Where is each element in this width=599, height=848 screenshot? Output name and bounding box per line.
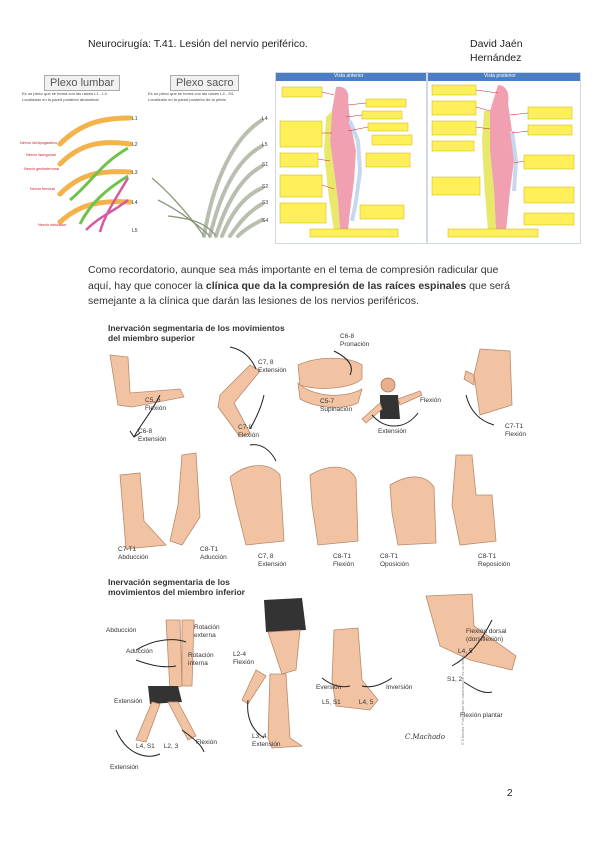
wrist-hand bbox=[463, 348, 513, 426]
label-flexion-dorsal: Flexión dorsal (dorsiflexión) bbox=[466, 628, 507, 643]
author-surname: Hernández bbox=[470, 52, 522, 64]
knee-leg bbox=[241, 598, 306, 749]
shoulder-figure bbox=[361, 377, 423, 427]
flexion-fist bbox=[309, 466, 359, 546]
svg-text:Nervio femoral: Nervio femoral bbox=[30, 187, 55, 191]
dermatome-left-figure: Vista anterior bbox=[275, 72, 427, 244]
label-rotacion-externa: Rotación externa bbox=[194, 624, 220, 639]
label-s12: S1, 2 bbox=[447, 676, 463, 683]
paragraph-bold: clínica que da la compresión de las raíc… bbox=[205, 279, 467, 292]
label-c57-supination: C5-7 Supinación bbox=[320, 398, 353, 413]
svg-text:L4: L4 bbox=[262, 116, 268, 122]
level-l3: L3 bbox=[132, 170, 138, 176]
plexo-sacro-figure: Plexo sacro Es un plexo que se forma con… bbox=[144, 72, 270, 240]
hip-rotation-legs bbox=[135, 619, 195, 691]
label-l4s1-l23: L4, S1 L2, 3 bbox=[136, 743, 179, 750]
label-c78-extension2: C7, 8 Extensión bbox=[258, 553, 287, 568]
label-c7t1-flexion-right: C7-T1 Flexión bbox=[505, 423, 526, 438]
svg-text:S2: S2 bbox=[262, 184, 268, 190]
label-l24-flexion: L2-4 Flexión bbox=[233, 651, 254, 666]
page-number: 2 bbox=[507, 788, 513, 799]
lower-limb-illustrations bbox=[115, 593, 517, 757]
level-l5: L5 bbox=[132, 228, 138, 234]
label-c78-extension: C7, 8 Extensión bbox=[258, 359, 287, 374]
document-title: Neurocirugía: T.41. Lesión del nervio pe… bbox=[88, 38, 308, 50]
extension-hand bbox=[229, 444, 285, 546]
label-c8t1-flexion2: C8-T1 Flexión bbox=[333, 553, 354, 568]
label-abduccion: Abducción bbox=[106, 627, 137, 634]
svg-text:Nervio iliohipogástrico: Nervio iliohipogástrico bbox=[20, 141, 57, 145]
dermatome-right-header-text: Vista posterior bbox=[484, 73, 516, 79]
reposition-hand bbox=[451, 454, 497, 546]
label-c6-pronation: C6-8 Pronación bbox=[340, 333, 370, 348]
pronation-hand bbox=[297, 350, 363, 408]
label-flexion-plantar: Flexión plantar bbox=[460, 712, 503, 719]
paragraph-part1: Como recordatorio, aunque sea más import… bbox=[88, 264, 499, 292]
bent-arm bbox=[217, 346, 265, 438]
label-inversion: Inversión bbox=[386, 684, 413, 691]
label-c8t1-reposition: C8-T1 Reposición bbox=[478, 553, 511, 568]
label-l5s1-l45: L5, S1 L4, 5 bbox=[322, 699, 374, 706]
hip-extension-legs bbox=[115, 686, 205, 757]
label-flexion-hip: Flexión bbox=[196, 739, 217, 746]
plexo-lumbar-title: Plexo lumbar bbox=[44, 75, 121, 91]
upper-limb-title: Inervación segmentaria de los movimiento… bbox=[108, 323, 285, 343]
label-c8t1-adduction: C8-T1 Aducción bbox=[200, 546, 227, 561]
label-c78t1-flexion: C7-8 Flexión bbox=[238, 424, 259, 439]
plexo-lumbar-desc1: Es un plexo que se forma con las raíces … bbox=[22, 91, 108, 96]
dermatome-right-header bbox=[428, 73, 580, 81]
plexo-lumbar-desc2: Localizado en la pared posterior abdomin… bbox=[22, 97, 99, 102]
label-extension-shoulder: Extensión bbox=[378, 428, 407, 435]
dermatome-left-body bbox=[279, 86, 413, 238]
svg-text:Nervio genitofemoral: Nervio genitofemoral bbox=[24, 167, 59, 171]
paragraph-part2: que será semejante a la clínica que dará… bbox=[88, 279, 510, 308]
level-l1: L1 bbox=[132, 116, 138, 122]
lower-limb-title-line1: Inervación segmentaria de los bbox=[108, 577, 230, 587]
svg-text:Nervio ilioinguinal: Nervio ilioinguinal bbox=[26, 153, 56, 157]
label-c8t1-abduction: C7-T1 Abducción bbox=[118, 546, 149, 561]
lower-limb-title-line2: movimientos del miembro inferior bbox=[108, 586, 245, 597]
dermatome-right-figure: Vista posterior bbox=[427, 72, 581, 244]
plexo-sacro-diagram: L4 L5 S1 S2 S3 S4 bbox=[151, 116, 268, 238]
dermatome-right-body bbox=[431, 84, 575, 238]
svg-text:Nervio obturador: Nervio obturador bbox=[38, 223, 67, 227]
dermatome-left-header-text: Vista anterior bbox=[334, 73, 364, 79]
plexo-sacro-desc1: Es un plexo que se forma con las raíces … bbox=[148, 91, 235, 96]
label-c56-flexion: C5, 6 Flexión bbox=[145, 397, 166, 412]
svg-text:S1: S1 bbox=[262, 162, 268, 168]
level-l2: L2 bbox=[132, 142, 138, 148]
label-aduccion: Aducción bbox=[126, 648, 153, 655]
plexo-lumbar-figure: Plexo lumbar Es un plexo que se forma co… bbox=[20, 72, 142, 240]
copyright-vertical: © Elsevier. Fotocopiar sin autorización … bbox=[460, 654, 465, 745]
foot-dorsiflexion bbox=[425, 593, 517, 693]
foot-eversion bbox=[321, 627, 393, 711]
upper-limb-title-line2: del miembro superior bbox=[108, 332, 195, 343]
intro-paragraph: Como recordatorio, aunque sea más import… bbox=[88, 263, 518, 310]
label-l34-extension: L3, 4 Extensión bbox=[252, 733, 281, 748]
svg-text:S3: S3 bbox=[262, 200, 268, 206]
abduction-hand bbox=[119, 452, 201, 550]
label-c8t1-opposition: C8-T1 Oposición bbox=[380, 553, 409, 568]
svg-text:S4: S4 bbox=[262, 218, 268, 224]
dermatome-left-header bbox=[276, 73, 426, 81]
upper-limb-title-line1: Inervación segmentaria de los movimiento… bbox=[108, 323, 285, 333]
author-name: David Jaén bbox=[470, 38, 523, 50]
plexo-sacro-desc2: Localizado en la pared posterior de la p… bbox=[148, 97, 227, 102]
label-extension-hip: Extensión bbox=[114, 698, 143, 705]
opposition-hand bbox=[389, 476, 437, 546]
artist-signature: C.Machado bbox=[405, 733, 445, 741]
label-c678-extension: C6-8 Extensión bbox=[138, 428, 167, 443]
svg-text:L5: L5 bbox=[262, 142, 268, 148]
lower-limb-title: Inervación segmentaria de los movimiento… bbox=[108, 577, 245, 597]
label-flexion-shoulder: Flexión bbox=[420, 397, 441, 404]
elbow-arm bbox=[109, 354, 185, 438]
label-rotacion-interna: Rotación interna bbox=[188, 652, 214, 667]
plexo-sacro-title: Plexo sacro bbox=[170, 75, 240, 91]
level-l4: L4 bbox=[132, 200, 138, 206]
plexo-lumbar-diagram: L1 L2 L3 L4 L5 Nervio iliohipogástrico N… bbox=[20, 115, 138, 234]
upper-limb-illustrations bbox=[109, 346, 513, 550]
label-l45: L4, 5 bbox=[458, 648, 473, 655]
label-extension-knee: Extensión bbox=[110, 764, 139, 771]
label-eversion: Eversión bbox=[316, 684, 342, 691]
